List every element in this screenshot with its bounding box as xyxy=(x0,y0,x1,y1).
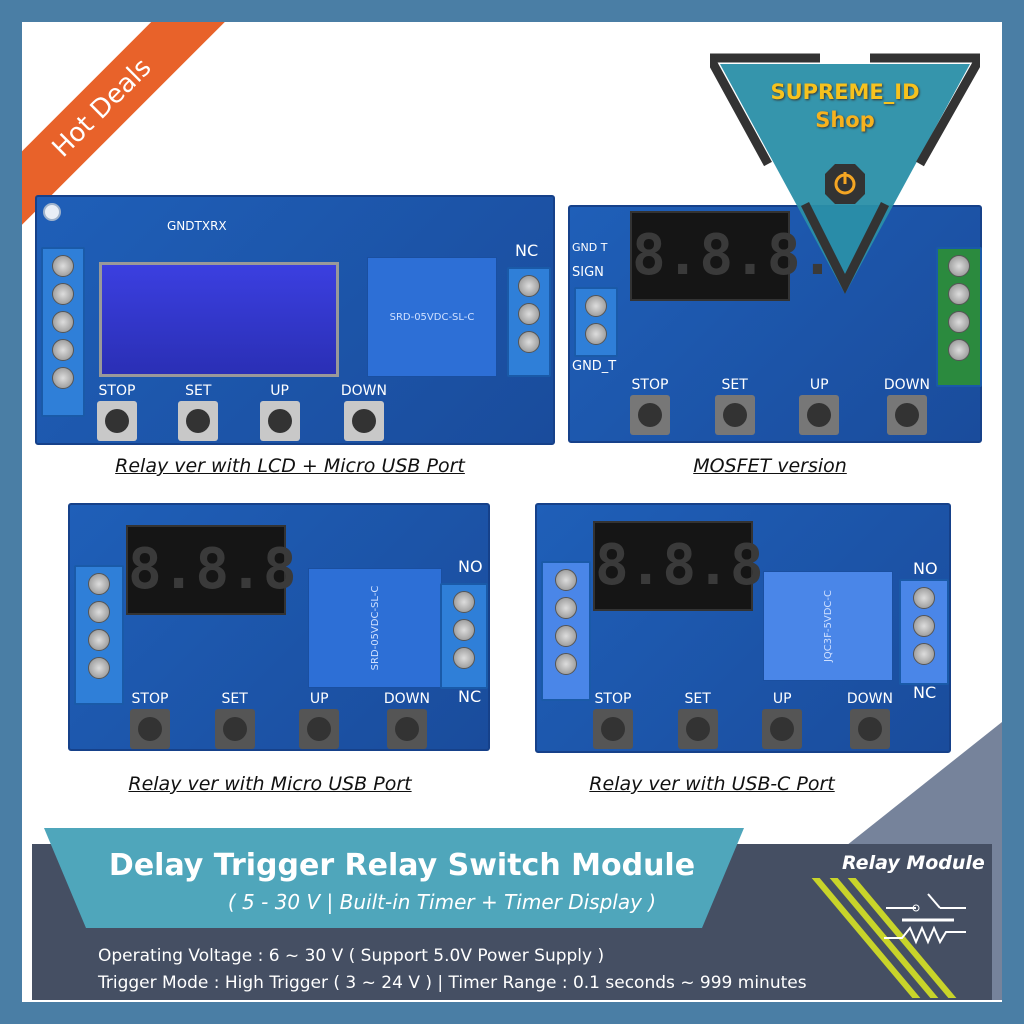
down-button: DOWN xyxy=(384,691,430,749)
banner-title-panel xyxy=(44,828,744,928)
gnd-t-label: GND_T xyxy=(572,359,617,374)
spec-trigger-timer: Trigger Mode : High Trigger ( 3 ~ 24 V )… xyxy=(98,973,807,993)
down-button: DOWN xyxy=(847,691,893,749)
gnd-t-label: GND T xyxy=(572,241,608,254)
up-button: UP xyxy=(259,383,300,441)
banner-title: Delay Trigger Relay Switch Module xyxy=(108,848,696,883)
up-button: UP xyxy=(762,691,803,749)
down-button: DOWN xyxy=(884,377,930,435)
no-label: NO xyxy=(458,557,483,576)
set-button: SET xyxy=(714,377,755,435)
logo-triangle-icon xyxy=(706,53,988,295)
spec-voltage: Operating Voltage : 6 ~ 30 V ( Support 5… xyxy=(98,946,605,966)
stop-button: STOP xyxy=(593,691,633,749)
logo-name: SUPREME_ID xyxy=(770,80,920,104)
terminal-block xyxy=(41,247,85,417)
stop-button: STOP xyxy=(130,691,170,749)
board-mosfet: 8.8.8. GND T SIGN GND_T STOP SET UP DOWN xyxy=(568,205,982,443)
stop-button: STOP xyxy=(97,383,137,441)
set-button: SET xyxy=(214,691,255,749)
seven-segment-display: 8.8.8. xyxy=(593,521,797,611)
terminal-block xyxy=(507,267,551,377)
terminal-block xyxy=(541,561,591,701)
terminal-block xyxy=(74,565,124,705)
board-lcd: GNDTXRX SRD-05VDC-SL-C NC STOP SET UP DO… xyxy=(35,195,555,445)
up-button: UP xyxy=(299,691,340,749)
nc-label: NC xyxy=(458,687,482,706)
caption-lcd: Relay ver with LCD + Micro USB Port xyxy=(115,455,465,477)
logo-shop: Shop xyxy=(815,108,875,132)
up-button: UP xyxy=(799,377,840,435)
seven-segment-display: 8.8.8. xyxy=(126,525,330,615)
caption-micro-usb: Relay ver with Micro USB Port xyxy=(128,773,412,795)
board-micro-usb: 8.8.8. SRD-05VDC-SL-C NO NC STOP SET UP … xyxy=(68,503,490,751)
banner-subtitle: ( 5 - 30 V | Built-in Timer + Timer Disp… xyxy=(227,890,657,914)
set-button: SET xyxy=(677,691,718,749)
sign-label: SIGN xyxy=(572,265,604,280)
terminal-block xyxy=(440,583,488,689)
relay: SRD-05VDC-SL-C xyxy=(308,568,442,688)
relay-module-label: Relay Module xyxy=(842,852,985,874)
down-button: DOWN xyxy=(341,383,387,441)
relay: SRD-05VDC-SL-C xyxy=(367,257,497,377)
lcd-display xyxy=(99,262,339,377)
shop-logo: SUPREME_ID Shop xyxy=(706,44,988,304)
relay: JQC3F-5VDC-C xyxy=(763,571,893,681)
caption-usb-c: Relay ver with USB-C Port xyxy=(589,773,835,795)
terminal-block xyxy=(936,247,982,387)
product-image: Hot Deals GNDTXRX SRD-05VDC-SL-C NC STOP… xyxy=(22,22,1002,1002)
caption-mosfet: MOSFET version xyxy=(693,455,847,477)
stop-button: STOP xyxy=(630,377,670,435)
set-button: SET xyxy=(178,383,219,441)
mount-hole xyxy=(43,203,61,221)
no-label: NO xyxy=(913,559,938,578)
header-label: GNDTXRX xyxy=(167,219,227,233)
nc-label: NC xyxy=(913,683,937,702)
terminal-block xyxy=(574,287,618,357)
terminal-block xyxy=(899,579,949,685)
nc-label: NC xyxy=(515,241,539,260)
board-usb-c: 8.8.8. JQC3F-5VDC-C NO NC STOP SET UP DO… xyxy=(535,503,951,753)
relay-switch-icon xyxy=(884,893,966,945)
